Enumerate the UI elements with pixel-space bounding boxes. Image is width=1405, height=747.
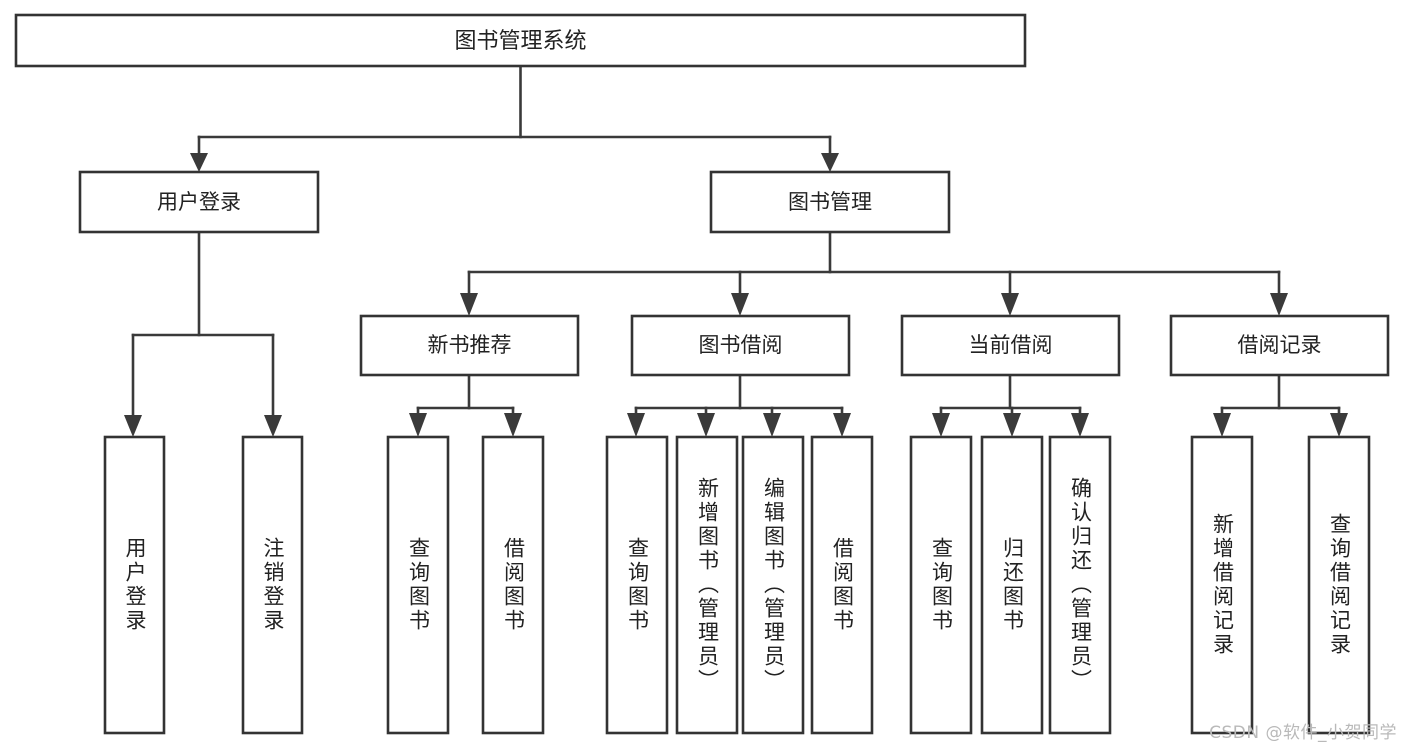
leaf-box-query-record[interactable] [1307,435,1371,735]
arrow-head-user-login [190,153,208,172]
node-book-management[interactable]: 图书管理 [709,170,951,234]
leaf-box-borrow-book-1[interactable] [481,435,545,735]
node-new-book-recommend[interactable]: 新书推荐 [359,314,580,377]
arrow-head-leaf-query-record [1330,413,1348,437]
node-root[interactable]: 图书管理系统 [14,13,1027,68]
leaf-box-layer [103,435,1371,735]
node-book-borrow-label: 图书借阅 [699,333,783,357]
node-root-box[interactable] [14,13,1027,68]
arrow-head-current-borrow [1001,293,1019,316]
leaf-box-user-login[interactable] [103,435,166,735]
node-user-login-box[interactable] [78,170,320,234]
arrow-head-book-borrow [731,293,749,316]
arrow-head-leaf-query-book-1 [409,413,427,437]
node-new-book-recommend-box[interactable] [359,314,580,377]
leaf-box-query-book-3[interactable] [909,435,973,735]
leaf-box-edit-book-admin[interactable] [741,435,805,735]
arrow-head-leaf-logout [264,415,282,437]
node-borrow-record[interactable]: 借阅记录 [1169,314,1390,377]
arrow-head-leaf-add-record [1213,413,1231,437]
leaf-box-add-book-admin[interactable] [675,435,739,735]
node-user-login[interactable]: 用户登录 [78,170,320,234]
node-borrow-record-label: 借阅记录 [1238,333,1322,357]
leaf-box-logout[interactable] [241,435,304,735]
arrow-head-leaf-add-book [697,413,715,437]
leaf-box-confirm-return[interactable] [1048,435,1112,735]
node-book-management-box[interactable] [709,170,951,234]
arrow-head-new-book-rec [460,293,478,316]
csdn-watermark: CSDN @软件_小贺同学 [1209,723,1397,743]
leaf-box-query-book-2[interactable] [605,435,669,735]
arrow-head-borrow-record [1270,293,1288,316]
node-current-borrow-label: 当前借阅 [969,333,1053,357]
leaf-box-query-book-1[interactable] [386,435,450,735]
node-new-book-recommend-label: 新书推荐 [428,333,512,357]
node-root-label: 图书管理系统 [454,29,586,54]
leaf-box-add-record[interactable] [1190,435,1254,735]
arrow-head-leaf-edit-book [763,413,781,437]
node-current-borrow[interactable]: 当前借阅 [900,314,1121,377]
arrow-head-leaf-query-book-2 [627,413,645,437]
arrow-head-leaf-confirm-return [1071,413,1089,437]
node-current-borrow-box[interactable] [900,314,1121,377]
arrow-head-leaf-user-login [124,415,142,437]
arrow-head-leaf-borrow-book-2 [833,413,851,437]
arrow-head-leaf-borrow-book-1 [504,413,522,437]
node-book-borrow-box[interactable] [630,314,851,377]
arrow-head-book-mgmt [821,153,839,172]
leaf-box-borrow-book-2[interactable] [810,435,874,735]
node-book-borrow[interactable]: 图书借阅 [630,314,851,377]
leaf-box-return-book[interactable] [980,435,1044,735]
connector-layer [124,64,1348,437]
arrow-head-leaf-query-book-3 [932,413,950,437]
node-user-login-label: 用户登录 [157,190,241,214]
arrow-head-leaf-return-book [1003,413,1021,437]
node-borrow-record-box[interactable] [1169,314,1390,377]
node-book-management-label: 图书管理 [788,190,872,214]
